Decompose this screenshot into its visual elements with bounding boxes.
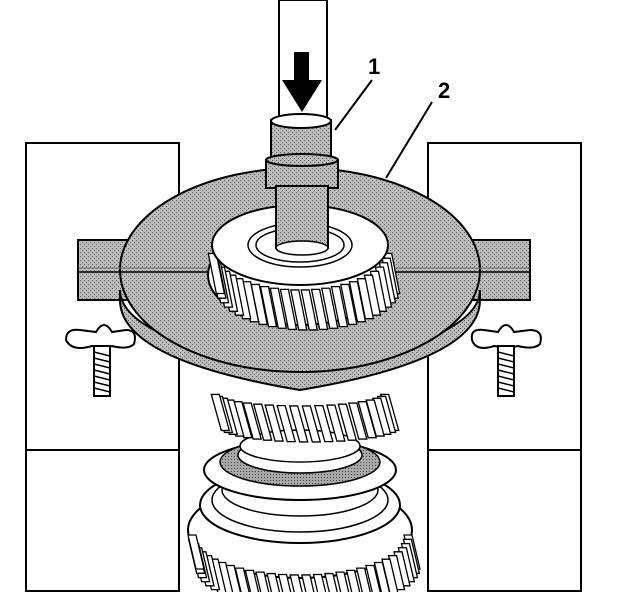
- gear-tooth: [288, 405, 309, 443]
- gear-tooth: [326, 404, 346, 442]
- gear-tooth: [310, 288, 329, 331]
- gear-tooth: [347, 402, 368, 440]
- down-arrow-icon: [282, 52, 322, 112]
- gear-tooth: [289, 574, 303, 592]
- gear-tooth: [373, 561, 391, 592]
- gear-tooth: [300, 289, 319, 331]
- gear-tooth: [313, 405, 334, 443]
- gear-tooth: [210, 393, 231, 432]
- callout-1-label: 1: [368, 54, 380, 79]
- gear-tooth: [269, 287, 288, 329]
- gear-tooth: [242, 402, 263, 440]
- gear-tooth: [365, 564, 381, 592]
- gear-tooth: [301, 574, 315, 592]
- gear-tooth: [279, 288, 298, 331]
- gear-tooth: [187, 534, 205, 570]
- gear-tooth: [276, 405, 297, 443]
- left-wing-bolt: [64, 324, 136, 397]
- gear-tooth: [340, 283, 358, 326]
- press-tool-shaft: [265, 0, 339, 256]
- middle-gear-teeth: [210, 393, 400, 443]
- gear-tooth: [335, 571, 350, 592]
- gear-tooth: [324, 572, 338, 592]
- lower-gear-stack: [187, 393, 421, 592]
- gear-tooth: [357, 401, 378, 439]
- gear-tooth: [289, 289, 308, 331]
- gear-tooth: [277, 573, 292, 592]
- gear-tooth: [301, 405, 322, 443]
- gear-tooth: [266, 572, 281, 592]
- callout-2-label: 2: [438, 78, 450, 103]
- gear-tooth: [255, 571, 270, 592]
- upper-gear-teeth: [207, 252, 401, 331]
- gear-tooth: [320, 287, 339, 329]
- callout-1: 1: [334, 54, 380, 131]
- gear-tooth: [259, 285, 278, 328]
- callout-2: 2: [385, 78, 450, 179]
- right-wing-bolt: [470, 324, 542, 397]
- gear-tooth: [252, 403, 273, 441]
- gear-tooth: [330, 285, 349, 328]
- gear-tooth: [355, 567, 371, 592]
- gear-tooth: [312, 573, 327, 592]
- gear-tooth: [348, 281, 367, 323]
- gear-tooth: [234, 567, 250, 592]
- gear-tooth: [337, 403, 358, 441]
- gear-tooth: [264, 404, 284, 442]
- gear-tooth: [244, 569, 260, 592]
- gear-tooth: [345, 569, 361, 592]
- bottom-gear-teeth: [187, 534, 421, 592]
